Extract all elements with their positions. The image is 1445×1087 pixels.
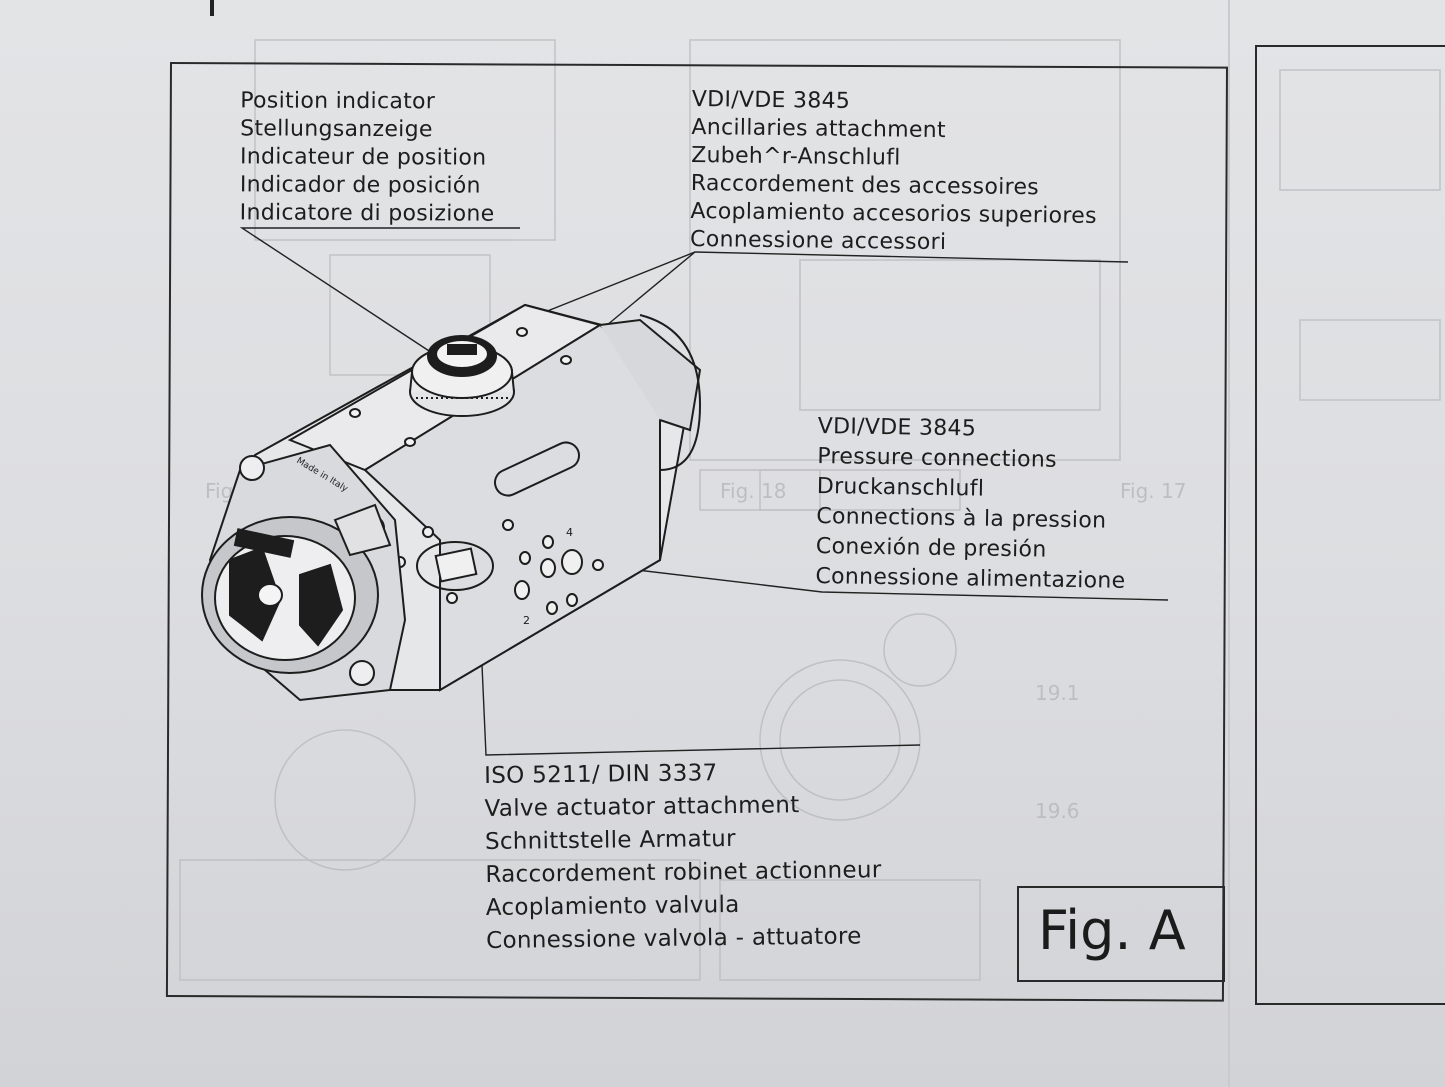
end-cap <box>201 443 407 702</box>
figure-label-box <box>1017 886 1225 982</box>
leader-ancillaries-1 <box>504 251 1129 329</box>
callout-line: Connections à la pression <box>816 503 1107 534</box>
pressure-ports <box>394 519 604 615</box>
callout-line: Valve actuator attachment <box>484 792 800 822</box>
callout-line: Connessione alimentazione <box>815 563 1126 594</box>
callout-line: Pressure connections <box>817 443 1058 473</box>
next-figure-frame <box>1255 45 1445 1005</box>
callout-line: Stellungsanzeige <box>240 116 433 143</box>
callout-line: Indicateur de position <box>239 144 487 171</box>
callout-line: Conexión de presión <box>815 533 1047 563</box>
callout-pressure: VDI/VDE 3845 Pressure connections Drucka… <box>815 412 1128 597</box>
figure-label: Fig. A <box>1038 899 1186 962</box>
leader-position-indicator <box>239 227 520 369</box>
callout-line: Connessione valvola - attuatore <box>486 923 862 954</box>
page-fold <box>1228 0 1230 1087</box>
callout-line: VDI/VDE 3845 <box>817 413 977 442</box>
ghost-label-19-1: 19.1 <box>1035 681 1080 705</box>
ghost-label-fig17: Fig. 17 <box>1120 479 1186 503</box>
callout-line: Connessione accessori <box>689 226 947 256</box>
callout-valve: ISO 5211/ DIN 3337 Valve actuator attach… <box>484 755 883 958</box>
callout-line: Acoplamiento valvula <box>485 891 740 921</box>
ghost-label-fig18: Fig. 18 <box>720 479 786 503</box>
port-number-4: 4 <box>566 526 573 539</box>
leader-pressure <box>594 564 1169 601</box>
callout-line: Druckanschlufl <box>816 473 985 502</box>
ghost-label-19-6: 19.6 <box>1035 799 1080 823</box>
callout-ancillaries: VDI/VDE 3845 Ancillaries attachment Zube… <box>690 86 1098 259</box>
leader-valve <box>479 619 921 756</box>
callout-line: Position indicator <box>240 88 436 115</box>
port-number-2: 2 <box>523 614 530 627</box>
callout-line: Indicador de posición <box>239 172 481 199</box>
page-edge-mark <box>210 0 214 16</box>
callout-line: Indicatore di posizione <box>239 200 495 227</box>
callout-line: ISO 5211/ DIN 3337 <box>484 760 718 789</box>
callout-line: Schnittstelle Armatur <box>484 825 737 855</box>
callout-position-indicator: Position indicator Stellungsanzeige Indi… <box>240 87 496 228</box>
callout-line: Raccordement robinet actionneur <box>485 857 882 888</box>
position-indicator-dial <box>409 335 515 417</box>
